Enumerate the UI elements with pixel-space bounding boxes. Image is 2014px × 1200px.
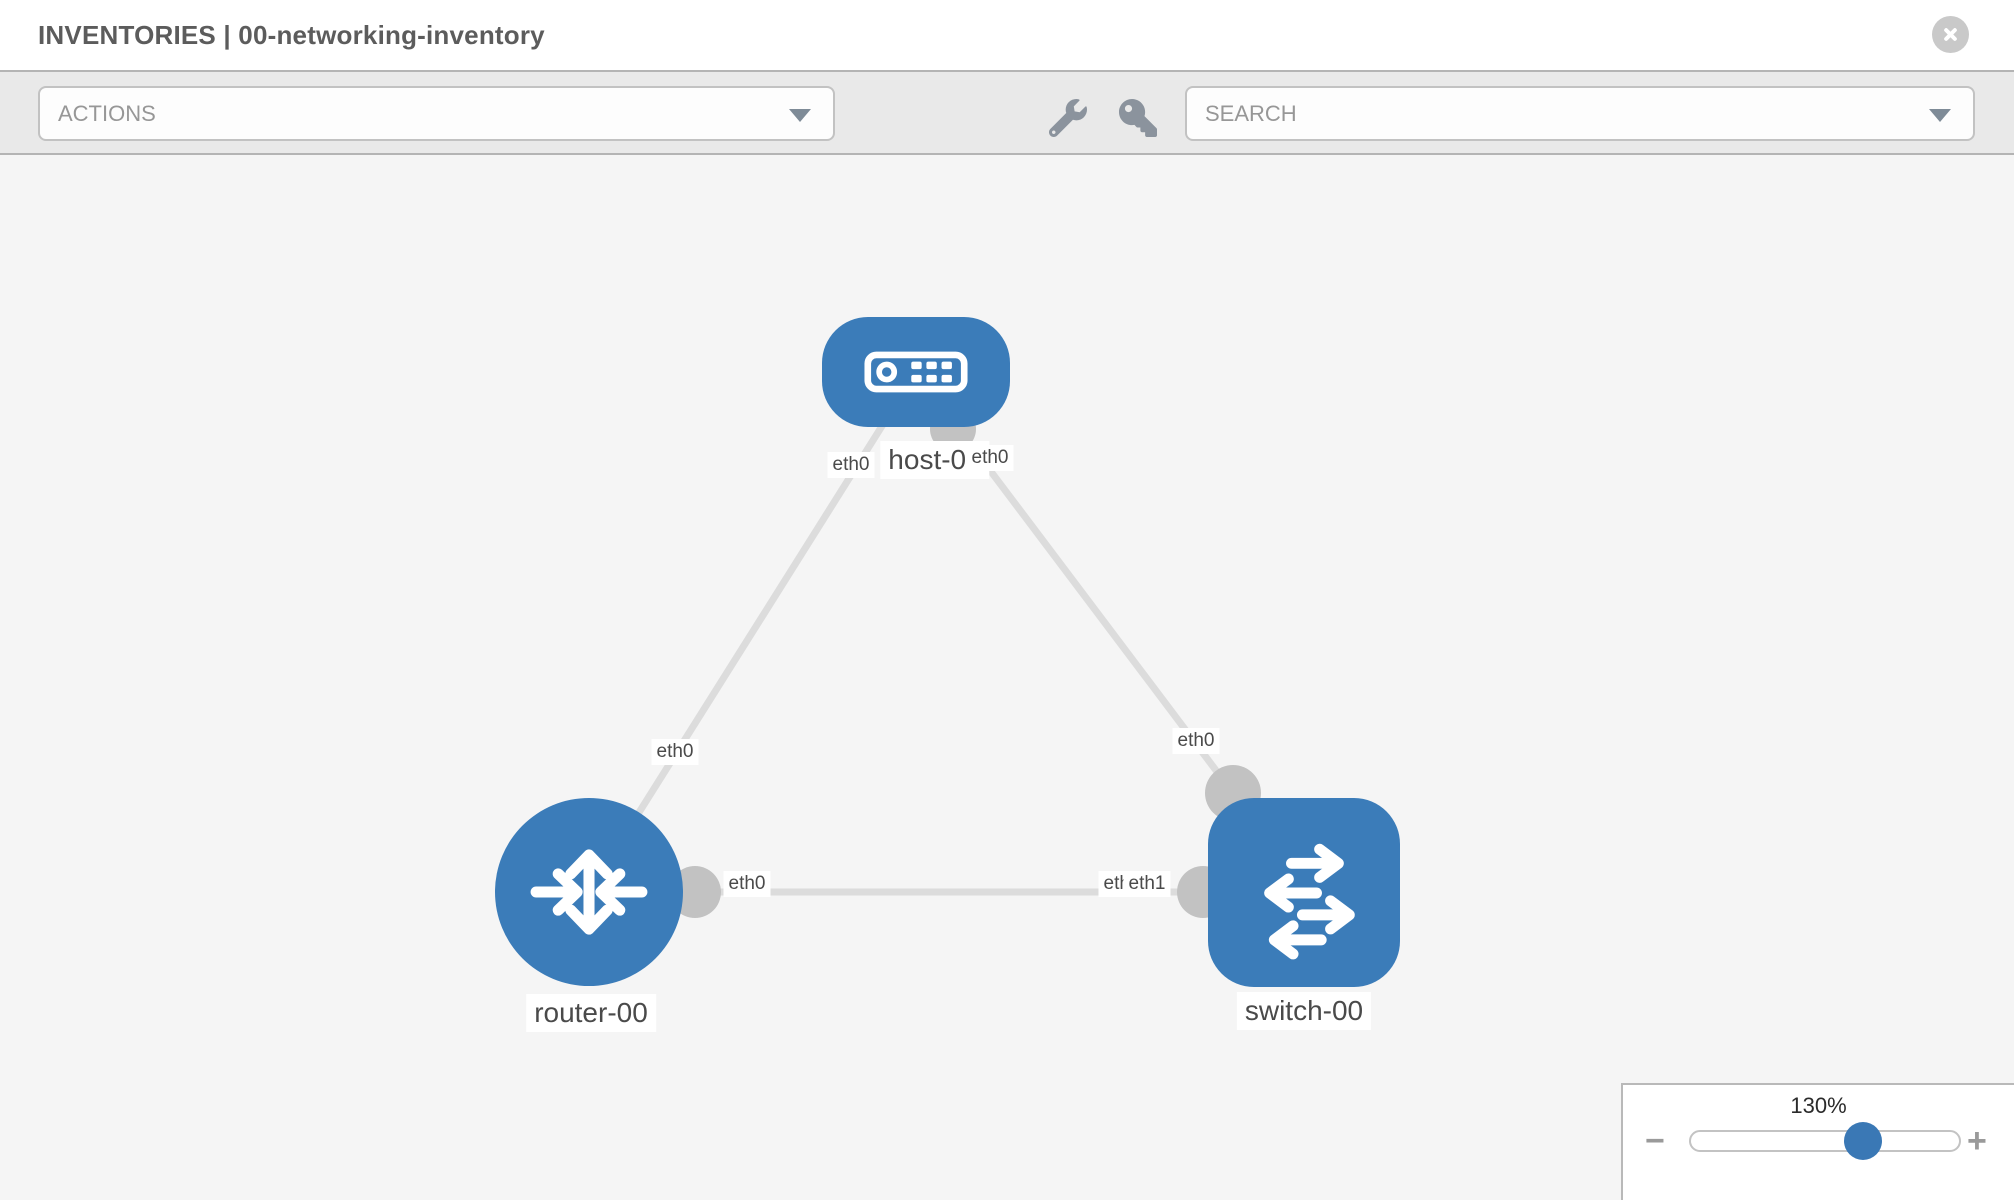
search-dropdown[interactable]: SEARCH bbox=[1185, 86, 1975, 141]
node-label-router: router-00 bbox=[526, 994, 656, 1032]
zoom-slider-thumb[interactable] bbox=[1844, 1122, 1882, 1160]
chevron-down-icon bbox=[1929, 108, 1951, 122]
node-router-00[interactable] bbox=[495, 798, 683, 986]
actions-dropdown[interactable]: ACTIONS bbox=[38, 86, 835, 141]
credentials-button[interactable] bbox=[1116, 96, 1160, 140]
zoom-in-button[interactable]: + bbox=[1967, 1122, 1987, 1160]
topology-canvas[interactable]: host-00 router-00 switch-00 eth0 eth0 et… bbox=[0, 155, 2014, 1200]
interface-label-router-edge: eth0 bbox=[651, 739, 699, 765]
node-label-host: host-00 bbox=[880, 441, 990, 479]
chevron-down-icon bbox=[789, 108, 811, 122]
close-icon[interactable] bbox=[1932, 16, 1969, 53]
zoom-slider-track[interactable] bbox=[1689, 1130, 1961, 1152]
switch-arrows-icon bbox=[1264, 843, 1355, 959]
router-arrows-icon bbox=[530, 849, 648, 935]
x-glyph bbox=[1944, 28, 1957, 41]
interface-label-switch-left-eth1: eth1 bbox=[1123, 871, 1171, 897]
server-icon bbox=[864, 351, 968, 393]
actions-dropdown-label: ACTIONS bbox=[58, 100, 156, 126]
tools-button[interactable] bbox=[1046, 96, 1090, 140]
zoom-out-button[interactable]: − bbox=[1645, 1122, 1665, 1160]
interface-label-host-right: eth0 bbox=[966, 445, 1014, 471]
page-title: INVENTORIES | 00-networking-inventory bbox=[38, 20, 545, 50]
node-switch-00[interactable] bbox=[1208, 798, 1400, 987]
zoom-level-readout: 130% bbox=[1790, 1093, 1847, 1118]
interface-label-host-left: eth0 bbox=[827, 452, 875, 478]
wrench-icon bbox=[1049, 99, 1087, 137]
key-icon bbox=[1119, 99, 1157, 137]
zoom-control-panel: 130% − + bbox=[1621, 1083, 2014, 1200]
search-dropdown-label: SEARCH bbox=[1205, 100, 1297, 126]
node-host-00[interactable] bbox=[822, 317, 1010, 427]
node-label-switch: switch-00 bbox=[1236, 992, 1372, 1030]
toolbar: ACTIONS SEARCH bbox=[0, 70, 2014, 155]
interface-label-router-right: eth0 bbox=[723, 871, 771, 897]
topology-edges-layer bbox=[586, 369, 1261, 918]
header: INVENTORIES | 00-networking-inventory bbox=[0, 0, 2014, 70]
interface-label-switch-top: eth0 bbox=[1172, 728, 1220, 754]
